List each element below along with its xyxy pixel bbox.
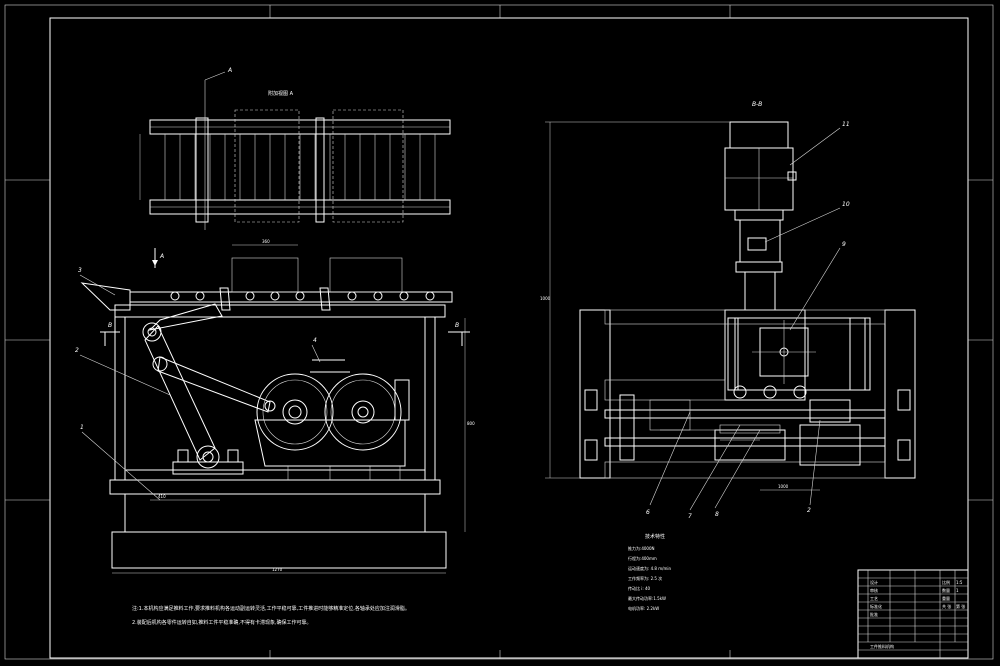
section-b-left: B xyxy=(108,322,112,329)
note-line-2: 2.装配后机构各零件运转自如,推料工件平稳准确,不得有卡滞现象,确保工作可靠。 xyxy=(132,619,312,626)
tb-r0c4: 1:5 xyxy=(956,580,963,585)
part-10-label: 10 xyxy=(842,201,850,208)
dim-height-right: 800 xyxy=(467,421,475,426)
part-6-label: 6 xyxy=(646,509,650,516)
section-view xyxy=(545,121,916,511)
part-4-label: 4 xyxy=(313,337,317,344)
tb-r0c3: 比例 xyxy=(942,579,950,585)
spec-line-4: 工作频率为: 2.5 次 xyxy=(628,575,662,581)
tb-r0c0: 设计 xyxy=(870,579,878,585)
view-arrow-a: A xyxy=(159,253,164,260)
top-view-title: 附加视图 A xyxy=(268,90,294,97)
label-a-top: A xyxy=(227,67,232,74)
part-1-label: 1 xyxy=(80,424,84,431)
tb-r1c4: 1 xyxy=(956,588,959,593)
tb-r3c3: 共 张 xyxy=(942,603,951,609)
part-2-label: 2 xyxy=(75,347,79,354)
tb-r1c3: 数量 xyxy=(942,587,950,593)
part-3-label: 3 xyxy=(78,267,82,274)
dim-foot-width: 410 xyxy=(158,494,166,499)
part-8-label: 8 xyxy=(715,511,719,518)
tb-r4c0: 批准 xyxy=(870,611,878,617)
part-11-label: 11 xyxy=(842,121,850,128)
spec-line-3: 运动速度为: 4.8 m/min xyxy=(628,565,672,571)
spec-line-2: 行程为:400mm xyxy=(628,555,657,561)
spec-line-6: 最大传动功率:1.5kW xyxy=(628,595,666,601)
title-block-title: 工件推料机构 xyxy=(870,643,894,649)
spec-line-7: 电机功率: 2.2kW xyxy=(628,605,659,611)
border-ticks xyxy=(5,5,993,659)
dim-base-width: 1270 xyxy=(272,567,283,572)
note-line-1: 注:1.本机构应满足推料工作,要求推料机构各运动副运转灵活,工作平稳可靠,工件推… xyxy=(132,605,410,612)
section-b-right: B xyxy=(455,322,459,329)
tb-r2c3: 重量 xyxy=(942,595,950,601)
dim-height-left: 1000 xyxy=(540,296,551,301)
title-block xyxy=(857,569,969,659)
tb-r3c4: 第 张 xyxy=(956,603,965,609)
dim-top-width: 360 xyxy=(262,239,270,244)
outer-border xyxy=(4,4,994,660)
section-bb-title: B-B xyxy=(752,101,762,108)
tb-r3c0: 标准化 xyxy=(870,603,882,609)
tb-r2c0: 工艺 xyxy=(870,596,878,601)
dim-width-bottom: 1000 xyxy=(778,484,789,489)
spec-line-5: 传动比 i: 40 xyxy=(628,585,651,591)
part-9-label: 9 xyxy=(842,241,846,248)
tb-r1c0: 审核 xyxy=(870,587,878,593)
specs-title: 技术特性 xyxy=(645,533,665,540)
front-view xyxy=(79,244,470,574)
part-7-label: 7 xyxy=(688,513,692,520)
inner-border xyxy=(49,17,969,659)
top-view xyxy=(139,71,451,230)
part-2b-label: 2 xyxy=(807,507,811,514)
spec-line-1: 推力为:4000N xyxy=(628,545,655,551)
